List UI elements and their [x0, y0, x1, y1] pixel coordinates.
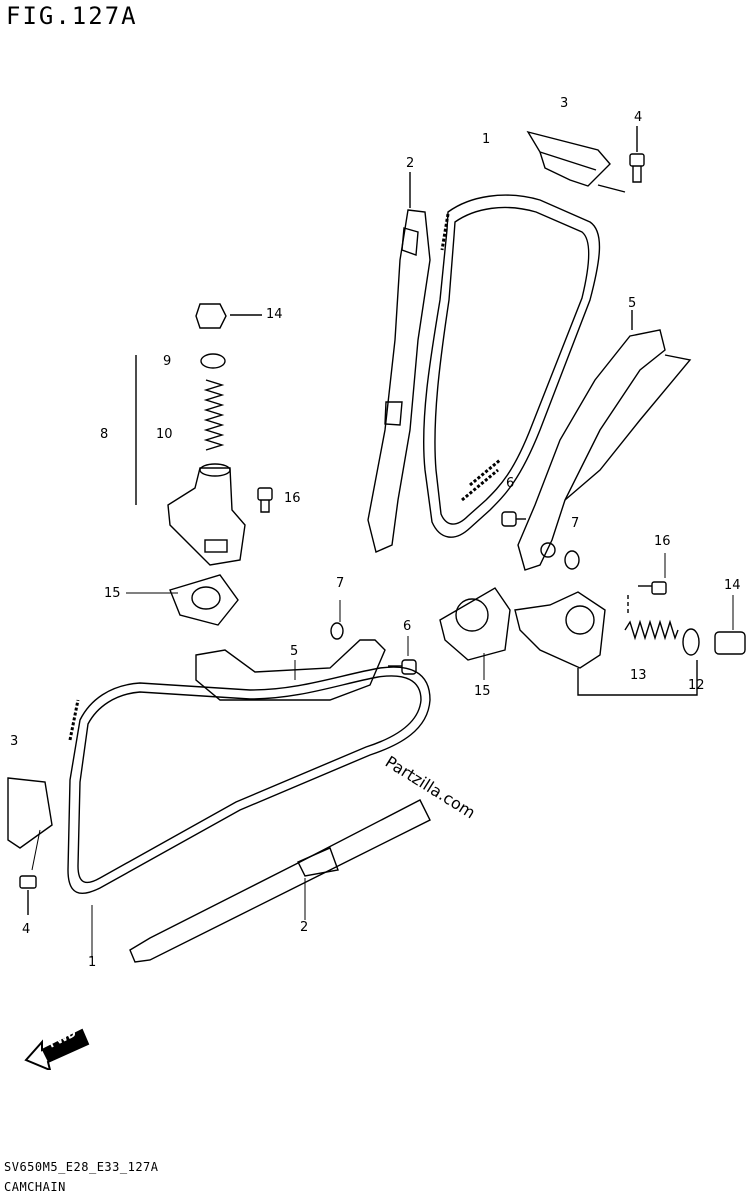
callout-left-10: 10	[156, 427, 173, 442]
right-spring-13	[624, 619, 679, 641]
right-washer-12	[682, 628, 700, 656]
upper-chain-guide-blade	[517, 310, 692, 571]
footer-code: SV650M5_E28_E33_127A	[4, 1160, 159, 1174]
callout-top-5: 5	[628, 296, 637, 311]
callout-bot-1: 1	[88, 955, 97, 970]
callout-mid-7: 7	[336, 576, 345, 591]
fwd-arrow: FWD	[22, 1022, 92, 1074]
callout-left-14: 14	[266, 307, 283, 322]
callout-top-2: 2	[406, 156, 415, 171]
upper-guide-bolt	[629, 126, 645, 183]
right-bracket-line	[577, 660, 698, 696]
callout-right-13: 13	[630, 668, 647, 683]
callout-left-15: 15	[104, 586, 121, 601]
right-tensioner-body	[514, 591, 606, 669]
footer-section: CAMCHAIN	[4, 1180, 66, 1194]
callout-left-8: 8	[100, 427, 109, 442]
fwd-arrow-icon	[24, 1028, 90, 1072]
right-bolt-16	[638, 581, 667, 595]
callout-left-9: 9	[163, 354, 172, 369]
leader-lines	[31, 553, 734, 958]
upper-tensioner-blade	[367, 172, 431, 553]
left-tensioner-body	[167, 463, 246, 566]
left-spring-10	[203, 379, 225, 451]
right-gasket-15	[439, 587, 511, 661]
lower-bolt-4	[19, 875, 37, 915]
callout-mid-6: 6	[403, 619, 412, 634]
lower-bolt-6	[388, 659, 417, 675]
callout-top-6: 6	[506, 476, 515, 491]
callout-right-15: 15	[474, 684, 491, 699]
left-tensioner-plug-14	[195, 303, 262, 329]
left-bolt-16	[257, 487, 273, 513]
callout-right-16: 16	[654, 534, 671, 549]
callout-top-4: 4	[634, 110, 643, 125]
callout-right-14: 14	[724, 578, 741, 593]
right-plug-14	[714, 631, 746, 655]
left-gasket-15	[169, 574, 239, 626]
figure-title: FIG.127A	[6, 2, 138, 30]
callout-left-16: 16	[284, 491, 301, 506]
lower-tensioner-blade-2	[129, 799, 431, 963]
callout-top-7: 7	[571, 516, 580, 531]
callout-bot-4: 4	[22, 922, 31, 937]
upper-guide-bolt-6	[501, 511, 526, 527]
upper-washer-7	[564, 550, 580, 570]
lower-chain-guide-3	[7, 777, 53, 849]
callout-bot-2: 2	[300, 920, 309, 935]
lower-washer-7	[330, 622, 344, 640]
left-washer-9	[200, 353, 226, 369]
lower-cam-chain	[67, 666, 431, 894]
upper-cam-chain	[423, 194, 601, 538]
callout-top-1: 1	[482, 132, 491, 147]
callout-right-12: 12	[688, 678, 705, 693]
upper-chain-guide	[526, 130, 626, 193]
lower-chain-guide-5	[195, 639, 386, 701]
callout-bot-3: 3	[10, 734, 19, 749]
callout-top-3: 3	[560, 96, 569, 111]
callout-mid-5: 5	[290, 644, 299, 659]
